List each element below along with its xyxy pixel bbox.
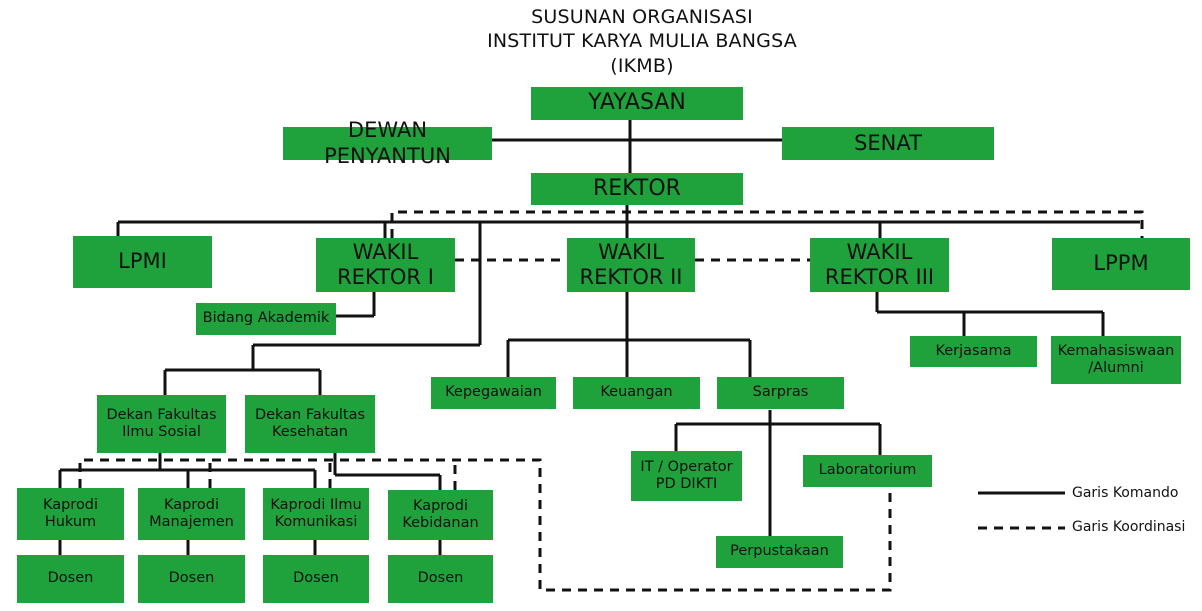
node-dosen-kebidanan: Dosen (388, 555, 493, 603)
node-wakil-rektor-1: WAKIL REKTOR I (316, 238, 455, 292)
node-kaprodi-hukum: Kaprodi Hukum (17, 488, 124, 540)
node-wakil-rektor-2: WAKIL REKTOR II (567, 238, 695, 292)
node-kerjasama: Kerjasama (910, 336, 1037, 367)
node-dosen-ilmu-komunikasi: Dosen (263, 555, 369, 603)
node-keuangan: Keuangan (573, 377, 700, 409)
legend-garis-komando: Garis Komando (1072, 485, 1179, 501)
node-dewan-penyantun: DEWAN PENYANTUN (283, 118, 492, 168)
node-bidang-akademik: Bidang Akademik (196, 303, 336, 335)
node-dekan-ilmu-sosial: Dekan Fakultas Ilmu Sosial (97, 395, 226, 453)
node-it-operator: IT / Operator PD DIKTI (631, 451, 742, 501)
title-line-2: INSTITUT KARYA MULIA BANGSA (487, 30, 797, 52)
node-lppm: LPPM (1052, 238, 1190, 290)
node-kemahasiswaan: Kemahasiswaan /Alumni (1051, 336, 1181, 384)
node-senat: SENAT (782, 127, 994, 160)
title-line-1: SUSUNAN ORGANISASI (531, 6, 753, 28)
legend-garis-koordinasi: Garis Koordinasi (1072, 519, 1186, 535)
node-perpustakaan: Perpustakaan (716, 536, 843, 568)
node-lpmi: LPMI (73, 236, 212, 288)
node-kepegawaian: Kepegawaian (431, 377, 556, 409)
node-rektor: REKTOR (531, 173, 743, 205)
coordination-lines (78, 210, 1144, 592)
node-kaprodi-ilmu-komunikasi: Kaprodi Ilmu Komunikasi (263, 488, 369, 540)
node-wakil-rektor-3: WAKIL REKTOR III (810, 238, 949, 292)
command-lines (58, 120, 1140, 555)
title-line-3: (IKMB) (610, 55, 674, 77)
node-kaprodi-kebidanan: Kaprodi Kebidanan (388, 490, 493, 540)
node-kaprodi-manajemen: Kaprodi Manajemen (138, 488, 245, 540)
node-dosen-hukum: Dosen (17, 555, 124, 603)
node-dosen-manajemen: Dosen (138, 555, 245, 603)
node-dekan-kesehatan: Dekan Fakultas Kesehatan (245, 395, 375, 453)
node-sarpras: Sarpras (717, 377, 844, 409)
node-laboratorium: Laboratorium (803, 455, 932, 487)
node-yayasan: YAYASAN (531, 87, 743, 120)
